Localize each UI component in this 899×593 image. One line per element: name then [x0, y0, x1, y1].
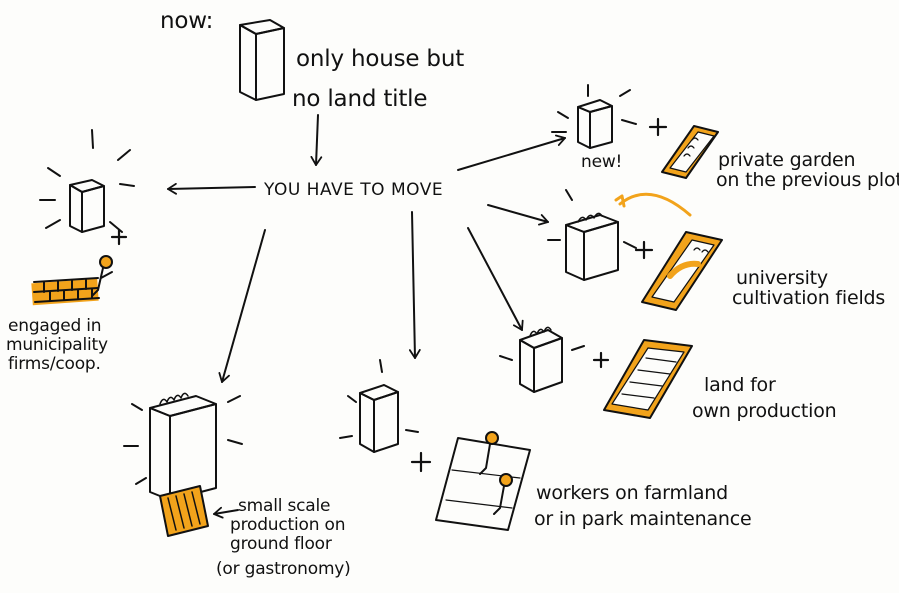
plus-sign-left [112, 230, 126, 244]
plus-sign-own-land [594, 353, 608, 367]
own-production-house-icon [500, 327, 584, 392]
center-label: YOU HAVE TO MOVE [264, 180, 443, 201]
plus-sign-university [636, 242, 652, 258]
pointer-arrow [214, 510, 238, 514]
now-label: now: [160, 8, 213, 35]
engaged-line-2: municipality [6, 336, 108, 355]
arrow-to-new-house [458, 138, 565, 170]
arrow-to-workers [412, 212, 415, 358]
arrow-to-own-land [468, 228, 522, 330]
small-scale-line-2: production on [230, 516, 345, 535]
small-scale-line-4: (or gastronomy) [216, 560, 351, 579]
small-scale-line-3: ground floor [230, 535, 332, 554]
own-land-plot-icon [604, 340, 692, 418]
current-line-2: no land title [292, 86, 427, 113]
new-label: new! [581, 153, 622, 172]
plus-sign [412, 453, 430, 471]
current-house-icon [240, 20, 284, 100]
university-line-1: university [736, 268, 828, 289]
arrow-to-university [488, 205, 548, 222]
current-line-1: only house but [296, 46, 464, 73]
production-house-icon [124, 393, 242, 536]
farmland-sheet-icon [436, 432, 530, 530]
own-land-line-2: own production [692, 401, 836, 422]
workers-line-1: workers on farmland [536, 483, 728, 504]
private-garden-line-2: on the previous plot [716, 170, 899, 191]
private-garden-line-1: private garden [718, 150, 855, 171]
workers-line-2: or in park maintenance [534, 509, 751, 530]
university-field-icon [642, 232, 722, 310]
plus-sign-garden [650, 119, 666, 135]
left-house-icon [40, 130, 134, 232]
workers-house-icon [340, 360, 418, 452]
arrow-down-to-move [316, 115, 318, 165]
small-scale-line-1: small scale [238, 497, 330, 516]
arrow-to-small-scale [222, 230, 265, 382]
engaged-line-3: firms/coop. [8, 355, 101, 374]
garden-plot-icon [662, 126, 718, 178]
university-line-2: cultivation fields [732, 288, 885, 309]
arrow-to-left-option [168, 187, 255, 189]
own-land-line-1: land for [704, 375, 776, 396]
brick-wall-icon [31, 278, 99, 305]
engaged-line-1: engaged in [8, 317, 101, 336]
arrows [168, 115, 565, 382]
